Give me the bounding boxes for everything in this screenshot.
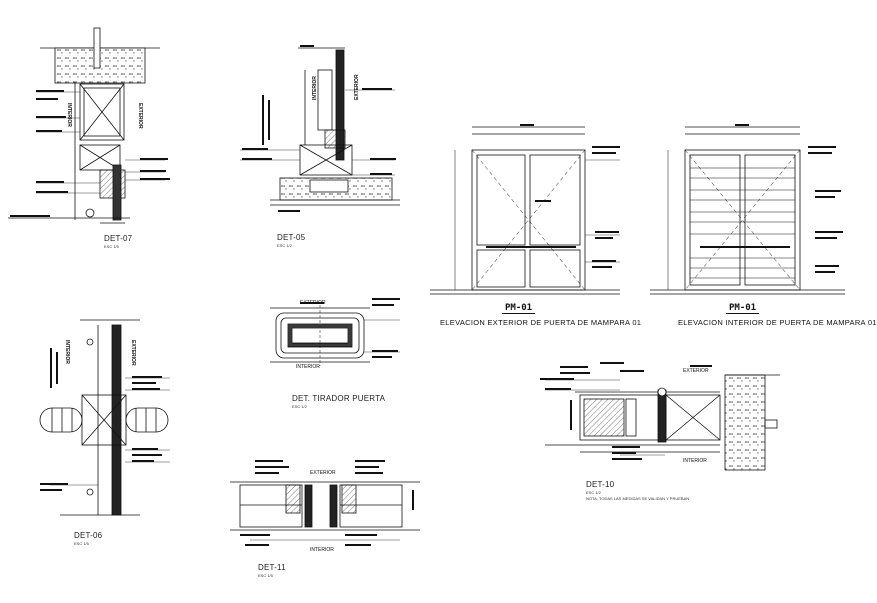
det-05-title: DET-05 <box>277 233 306 242</box>
tirador-annotations <box>300 298 400 358</box>
det-11-drawing <box>230 481 420 541</box>
det-07-drawing <box>8 27 165 224</box>
det-10-exterior-label: EXTERIOR <box>683 368 709 374</box>
det-07-interior-label: INTERIOR <box>66 103 72 127</box>
det-11-annotations <box>240 460 414 546</box>
det-06-interior-label: INTERIOR <box>64 340 70 364</box>
tirador-interior-label: INTERIOR <box>296 364 320 370</box>
det-05-drawing <box>240 47 400 206</box>
elevation-exterior-title: ELEVACION EXTERIOR DE PUERTA DE MAMPARA … <box>440 318 642 327</box>
tirador-exterior-label: EXTERIOR <box>300 300 326 306</box>
det-10-scale: ESC 1/2 <box>586 490 601 495</box>
det-05-interior-label: INTERIOR <box>312 76 318 100</box>
det-07-title: DET-07 <box>104 234 133 243</box>
elevation-interior-title: ELEVACION INTERIOR DE PUERTA DE MAMPARA … <box>678 318 877 327</box>
det-06-drawing <box>39 319 170 516</box>
det-07-annotations <box>10 90 170 217</box>
det-07-scale: ESC 1/5 <box>104 244 119 249</box>
elevation-interior-annotations <box>735 124 843 273</box>
det-11-title: DET-11 <box>258 563 286 572</box>
det-06-title: DET-06 <box>74 531 103 540</box>
det-10-annotations <box>540 362 712 460</box>
det-10-title: DET-10 <box>586 480 615 489</box>
elevation-interior-drawing <box>650 126 845 295</box>
det-06-scale: ESC 1/5 <box>74 541 89 546</box>
det-11-interior-label: INTERIOR <box>310 547 334 553</box>
det-10-interior-label: INTERIOR <box>683 458 707 464</box>
det-05-annotations <box>242 45 396 212</box>
det-11-exterior-label: EXTERIOR <box>310 470 336 476</box>
elevation-exterior-annotations <box>520 124 620 268</box>
tirador-scale: ESC 1/2 <box>292 404 307 409</box>
det-10-drawing <box>545 374 780 471</box>
elevation-interior-slats <box>690 167 795 279</box>
det-06-annotations <box>40 348 162 491</box>
tirador-drawing <box>270 305 400 366</box>
det-11-scale: ESC 1/5 <box>258 573 273 578</box>
elevation-exterior-drawing <box>430 126 620 295</box>
det-10-note: NOTA: TODAS LAS MEDIDAS SE VALIDAN Y PRU… <box>586 496 690 501</box>
elevation-exterior-stamp: PM-01 <box>502 303 536 314</box>
det-05-scale: ESC 1/2 <box>277 243 292 248</box>
det-06-exterior-label: EXTERIOR <box>130 340 136 366</box>
det-07-exterior-label: EXTERIOR <box>137 103 143 129</box>
det-05-exterior-label: EXTERIOR <box>354 74 360 100</box>
tirador-title: DET. TIRADOR PUERTA <box>292 394 386 403</box>
elevation-interior-stamp: PM-01 <box>726 303 760 314</box>
